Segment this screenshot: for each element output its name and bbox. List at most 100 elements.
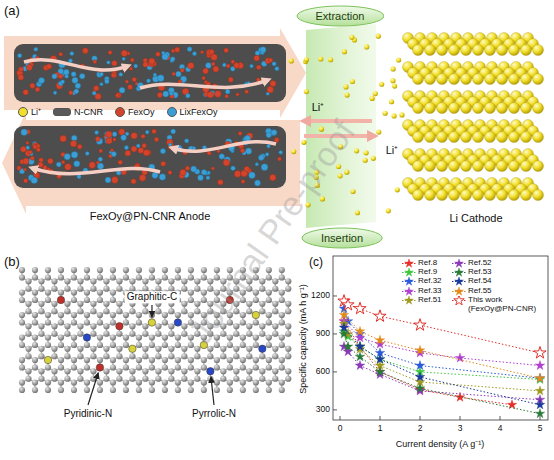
oxide-particle	[149, 58, 155, 64]
carbon-atom	[90, 308, 96, 314]
lithiated-particle	[206, 176, 210, 180]
carbon-atom	[181, 331, 187, 337]
carbon-atom	[19, 379, 25, 385]
carbon-atom	[155, 368, 161, 374]
dopant-atom	[226, 296, 233, 303]
oxide-particle	[161, 161, 166, 166]
oxide-particle	[157, 92, 162, 97]
lithiated-particle	[191, 166, 197, 172]
carbon-atom	[266, 297, 272, 303]
lithiated-particle	[258, 155, 264, 161]
carbon-atom	[220, 368, 226, 374]
carbon-atom	[38, 286, 44, 292]
carbon-atom	[207, 308, 213, 314]
legend-star	[455, 277, 464, 285]
carbon-atom	[188, 334, 194, 340]
lithium-atom	[533, 161, 544, 172]
data-marker	[355, 342, 365, 351]
oxide-particle	[125, 150, 131, 156]
lithium-ion	[395, 187, 400, 192]
oxide-particle	[274, 137, 279, 142]
lithiated-particle	[272, 62, 276, 66]
lithiated-particle	[152, 172, 158, 178]
carbon-atom	[38, 368, 44, 374]
electrode-label: FexOy@PN-CNR Anode	[90, 210, 211, 223]
lithiated-particle	[77, 175, 81, 179]
carbon-atom	[32, 387, 38, 393]
carbon-atom	[110, 312, 116, 318]
carbon-atom	[142, 368, 148, 374]
lithiated-particle	[52, 74, 57, 79]
carbon-atom	[97, 334, 103, 340]
lithiated-particle	[119, 87, 125, 93]
tick-label: 300	[316, 405, 330, 415]
carbon-atom	[285, 278, 291, 284]
carbon-atom	[38, 278, 44, 284]
lithiated-particle	[201, 170, 206, 175]
lithiated-particle	[265, 152, 269, 156]
carbon-atom	[220, 376, 226, 382]
oxide-particle	[23, 179, 28, 184]
carbon-atom	[58, 364, 64, 370]
carbon-atom	[201, 267, 207, 273]
data-line	[344, 315, 540, 378]
ion-path-arrow	[172, 142, 276, 152]
carbon-atom	[19, 274, 25, 280]
lithium-ion	[345, 92, 350, 97]
carbon-atom	[214, 364, 220, 370]
lithiated-particle	[271, 130, 277, 136]
carbon-atom	[32, 289, 38, 295]
data-marker	[342, 298, 354, 310]
oxide-particle	[99, 149, 103, 153]
data-marker	[355, 326, 365, 335]
carbon-atom	[233, 346, 239, 352]
carbon-atom	[123, 364, 129, 370]
lithium-atom	[437, 190, 448, 201]
carbon-atom	[155, 278, 161, 284]
oxide-particle	[23, 158, 29, 164]
carbon-atom	[253, 387, 259, 393]
oxide-particle	[95, 137, 100, 142]
carbon-atom	[129, 331, 135, 337]
oxide-particle	[207, 91, 213, 97]
carbon-atom	[58, 342, 64, 348]
carbon-atom	[259, 278, 265, 284]
carbon-atom	[116, 368, 122, 374]
carbon-atom	[246, 331, 252, 337]
carbon-atom	[272, 346, 278, 352]
lithium-atom	[497, 132, 508, 143]
data-marker	[507, 400, 517, 409]
data-marker	[343, 342, 353, 351]
carbon-atom	[155, 353, 161, 359]
lithiated-particle	[245, 148, 251, 154]
carbon-atom	[266, 342, 272, 348]
lithium-ion	[370, 96, 375, 101]
oxide-particle	[152, 129, 157, 134]
carbon-atom	[45, 334, 51, 340]
oxide-particle	[60, 135, 67, 142]
carbon-atom	[181, 323, 187, 329]
oxide-particle	[138, 147, 144, 153]
lithium-atom	[473, 45, 484, 56]
carbon-atom	[38, 353, 44, 359]
carbon-atom	[240, 297, 246, 303]
carbon-atom	[71, 364, 77, 370]
carbon-atom	[246, 308, 252, 314]
carbon-atom	[162, 364, 168, 370]
legend-text: Ref.32	[418, 277, 442, 286]
lithium-atom	[497, 161, 508, 172]
node-text: Insertion	[321, 232, 363, 244]
carbon-atom	[84, 267, 90, 273]
lithiated-particle	[111, 151, 116, 156]
carbon-atom	[214, 357, 220, 363]
carbon-atom	[214, 387, 220, 393]
carbon-atom	[110, 274, 116, 280]
lithiated-particle	[267, 144, 271, 148]
lithiated-particle	[98, 157, 102, 161]
lithium-atom	[437, 161, 448, 172]
carbon-atom	[175, 379, 181, 385]
carbon-atom	[220, 301, 226, 307]
carbon-atom	[253, 342, 259, 348]
oxide-particle	[29, 150, 33, 154]
carbon-atom	[175, 312, 181, 318]
